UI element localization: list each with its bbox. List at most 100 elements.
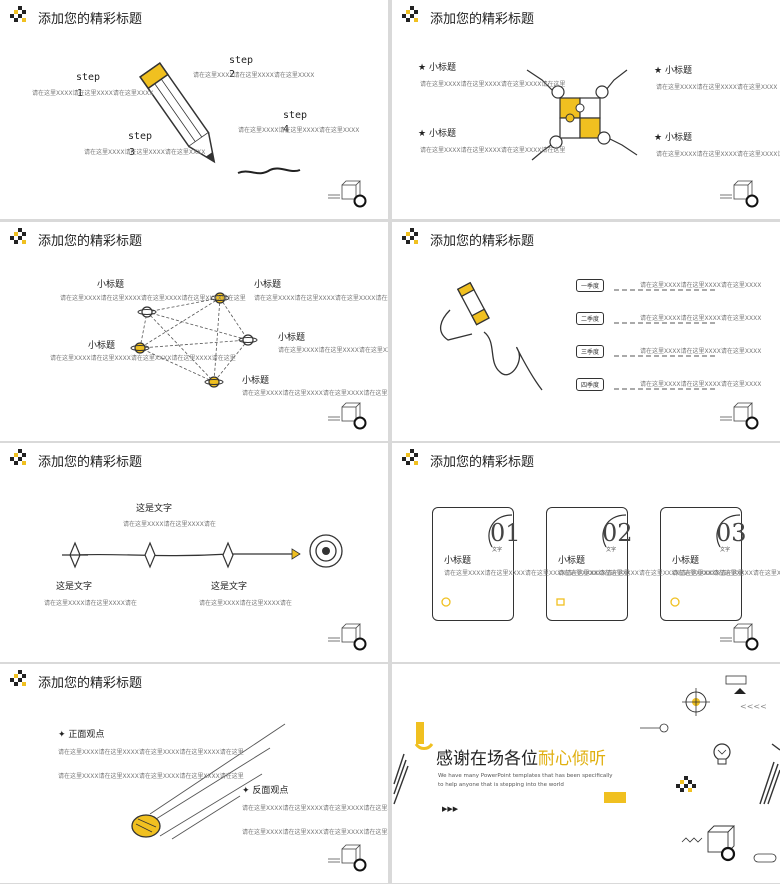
checker-logo-icon bbox=[402, 228, 418, 244]
subtitle-1: 小标题 bbox=[97, 280, 125, 290]
star-subtitle-2: ★ 小标题 bbox=[418, 129, 456, 139]
thanks-title-accent: 耐心倾听 bbox=[538, 749, 606, 769]
star-text-2: 请在这里XXXX请在这里XXXX请在这里XXXX请在这里 bbox=[420, 147, 566, 154]
card-1-text: 请在这里XXXX请在这里XXXX请在这里XXXX请在这里XXXX请在这里 bbox=[444, 570, 630, 577]
clock-icon bbox=[670, 597, 680, 607]
text-right-label: 这是文字 bbox=[211, 582, 248, 592]
card-2-text: 请在这里XXXX请在这里XXXX请在这里XXXX请在这里XXXX请在这里 bbox=[558, 570, 744, 577]
star-text-3: 请在这里XXXX请在这里XXXX请在这里XXXX bbox=[656, 84, 778, 91]
slide-8-thanks[interactable]: 感谢在场各位耐心倾听 We have many PowerPoint templ… bbox=[392, 664, 780, 883]
slide-title: 添加您的精彩标题 bbox=[38, 12, 143, 27]
quarter-4-text: 请在这里XXXX请在这里XXXX请在这里XXXX bbox=[640, 381, 762, 388]
subtitle-2: 小标题 bbox=[254, 280, 282, 290]
step-1-num: 1 bbox=[77, 88, 84, 99]
lock-icon bbox=[556, 598, 565, 606]
star-subtitle-1: ★ 小标题 bbox=[418, 63, 456, 73]
card-3 bbox=[660, 507, 742, 621]
star-subtitle-3: ★ 小标题 bbox=[654, 66, 692, 76]
cube-circle-deco-icon bbox=[720, 180, 759, 208]
quarter-2-text: 请在这里XXXX请在这里XXXX请在这里XXXX bbox=[640, 315, 762, 322]
card-3-wenzi: 文字 bbox=[720, 547, 731, 553]
text-2: 请在这里XXXX请在这里XXXX请在这里XXXX请在这里XXXX请在这里 bbox=[254, 295, 388, 302]
step-4-text: 请在这里XXXX请在这里XXXX请在这里XXXX bbox=[238, 127, 360, 134]
thanks-title: 感谢在场各位耐心倾听 bbox=[436, 744, 606, 769]
step-3-num: 3 bbox=[129, 147, 136, 158]
text-right-desc: 请在这里XXXX请在这里XXXX请在 bbox=[199, 600, 292, 607]
puzzle-hands-icon bbox=[526, 69, 638, 161]
step-4-num: 4 bbox=[283, 124, 290, 135]
text-left-label: 这是文字 bbox=[56, 582, 93, 592]
positive-text-1: 请在这里XXXX请在这里XXXX请在这里XXXX请在这里XXXX请在这里 bbox=[58, 749, 244, 756]
slide-4[interactable]: 添加您的精彩标题 一季度 二季度 三季度 四季度 请在这里XXXX请在这里XXX… bbox=[392, 222, 780, 441]
quarter-2-label: 二季度 bbox=[576, 312, 605, 325]
hand-marker-icon bbox=[440, 281, 543, 391]
negative-text-2: 请在这里XXXX请在这里XXXX请在这里XXXX请在这里XXXX请在这里 bbox=[242, 829, 388, 836]
play-arrows-icon: ▶▶▶ bbox=[442, 805, 459, 813]
slide-title: 添加您的精彩标题 bbox=[430, 455, 535, 470]
cube-circle-deco-icon bbox=[328, 623, 367, 651]
text-left-desc: 请在这里XXXX请在这里XXXX请在 bbox=[44, 600, 137, 607]
step-2-text: 请在这里XXXX请在这里XXXX请在这里XXXX bbox=[193, 72, 315, 79]
text-1: 请在这里XXXX请在这里XXXX请在这里XXXX请在这里XXXX请在这里 bbox=[60, 295, 246, 302]
quarter-dashes bbox=[614, 289, 718, 390]
subtitle-3: 小标题 bbox=[88, 341, 116, 351]
step-3-text: 请在这里XXXX请在这里XXXX请在这里XXXX bbox=[84, 149, 206, 156]
cube-circle-deco-icon bbox=[720, 623, 759, 651]
card-arcs bbox=[441, 514, 741, 607]
checker-logo-icon bbox=[402, 449, 418, 465]
text-3: 请在这里XXXX请在这里XXXX请在这里XXXX请在这里XXXX请在这里 bbox=[50, 355, 236, 362]
checker-logo-icon bbox=[10, 670, 26, 686]
slide-title: 添加您的精彩标题 bbox=[38, 455, 143, 470]
card-1-wenzi: 文字 bbox=[492, 547, 503, 553]
slide-title: 添加您的精彩标题 bbox=[38, 676, 143, 691]
cube-circle-deco-icon bbox=[328, 180, 367, 208]
text-5: 请在这里XXXX请在这里XXXX请在这里XXXX请在这里XXXX请在这里 bbox=[242, 390, 388, 397]
step-1-text: 请在这里XXXX请在这里XXXX请在这里XXXX bbox=[32, 90, 154, 97]
checker-logo-icon bbox=[402, 6, 418, 22]
quarter-3-text: 请在这里XXXX请在这里XXXX请在这里XXXX bbox=[640, 348, 762, 355]
card-2 bbox=[546, 507, 628, 621]
cube-circle-deco-icon bbox=[328, 844, 367, 872]
text-4: 请在这里XXXX请在这里XXXX请在这里XXXX请在这里XXXX请在这里 bbox=[278, 347, 388, 354]
thanks-decorations bbox=[393, 675, 780, 863]
card-2-wenzi: 文字 bbox=[606, 547, 617, 553]
slide-3[interactable]: 添加您的精彩标题 小标题 请在这里XXXX请在这里XXXX请在这里XXXX请在这… bbox=[0, 222, 388, 441]
step-2-num: 2 bbox=[229, 69, 236, 80]
star-text-1: 请在这里XXXX请在这里XXXX请在这里XXXX请在这里 bbox=[420, 81, 566, 88]
checker-logo-icon bbox=[10, 449, 26, 465]
cube-circle-deco-icon bbox=[720, 402, 759, 430]
card-2-subtitle: 小标题 bbox=[558, 556, 586, 566]
step-1-word: step bbox=[76, 72, 101, 83]
chevron-left-icon: <<<< bbox=[740, 702, 767, 711]
slide-title: 添加您的精彩标题 bbox=[430, 12, 535, 27]
card-3-subtitle: 小标题 bbox=[672, 556, 700, 566]
step-3-word: step bbox=[128, 131, 153, 142]
card-1 bbox=[432, 507, 514, 621]
step-2-word: step bbox=[229, 55, 254, 66]
planet-network-icon bbox=[130, 292, 258, 388]
positive-label: ✦ 正面观点 bbox=[58, 730, 105, 740]
slide-1[interactable]: 添加您的精彩标题 step 1 请在这里XXXX请在这里XXXX请在这里XXXX… bbox=[0, 0, 388, 219]
quarter-1-label: 一季度 bbox=[576, 279, 605, 292]
thanks-en-line-1: We have many PowerPoint templates that h… bbox=[438, 773, 613, 779]
thanks-title-main: 感谢在场各位 bbox=[436, 749, 538, 769]
timeline-target-icon bbox=[62, 534, 343, 569]
slide-2[interactable]: 添加您的精彩标题 ★ 小标题 请在这里XXXX请在这里XXXX请在这里XXXX请… bbox=[392, 0, 780, 219]
slide-title: 添加您的精彩标题 bbox=[38, 234, 143, 249]
quarter-1-text: 请在这里XXXX请在这里XXXX请在这里XXXX bbox=[640, 282, 762, 289]
subtitle-4: 小标题 bbox=[278, 333, 306, 343]
negative-text-1: 请在这里XXXX请在这里XXXX请在这里XXXX请在这里XXXX请在这里 bbox=[242, 805, 388, 812]
slide-title: 添加您的精彩标题 bbox=[430, 234, 535, 249]
chat-icon bbox=[441, 597, 451, 607]
negative-label: ✦ 反面观点 bbox=[242, 786, 289, 796]
cube-circle-deco-icon bbox=[328, 402, 367, 430]
slide-5[interactable]: 添加您的精彩标题 这是文字 请在这里XXXX请在这里XXXX请在 这是文字 请在… bbox=[0, 443, 388, 662]
step-4-word: step bbox=[283, 110, 308, 121]
thanks-en-line-2: to help anyone that is stepping into the… bbox=[438, 782, 564, 788]
slide-7[interactable]: 添加您的精彩标题 ✦ 正面观点 请在这里XXXX请在这里XXXX请在这里XXXX… bbox=[0, 664, 388, 883]
star-text-4: 请在这里XXXX请在这里XXXX请在这里XXXX请在这里 bbox=[656, 151, 780, 158]
slide-6[interactable]: 添加您的精彩标题 01 文字 02 文字 03 文字 小标题 请在这里XXXX请… bbox=[392, 443, 780, 662]
checker-logo-icon bbox=[10, 228, 26, 244]
positive-text-2: 请在这里XXXX请在这里XXXX请在这里XXXX请在这里XXXX请在这里 bbox=[58, 773, 244, 780]
subtitle-5: 小标题 bbox=[242, 376, 270, 386]
